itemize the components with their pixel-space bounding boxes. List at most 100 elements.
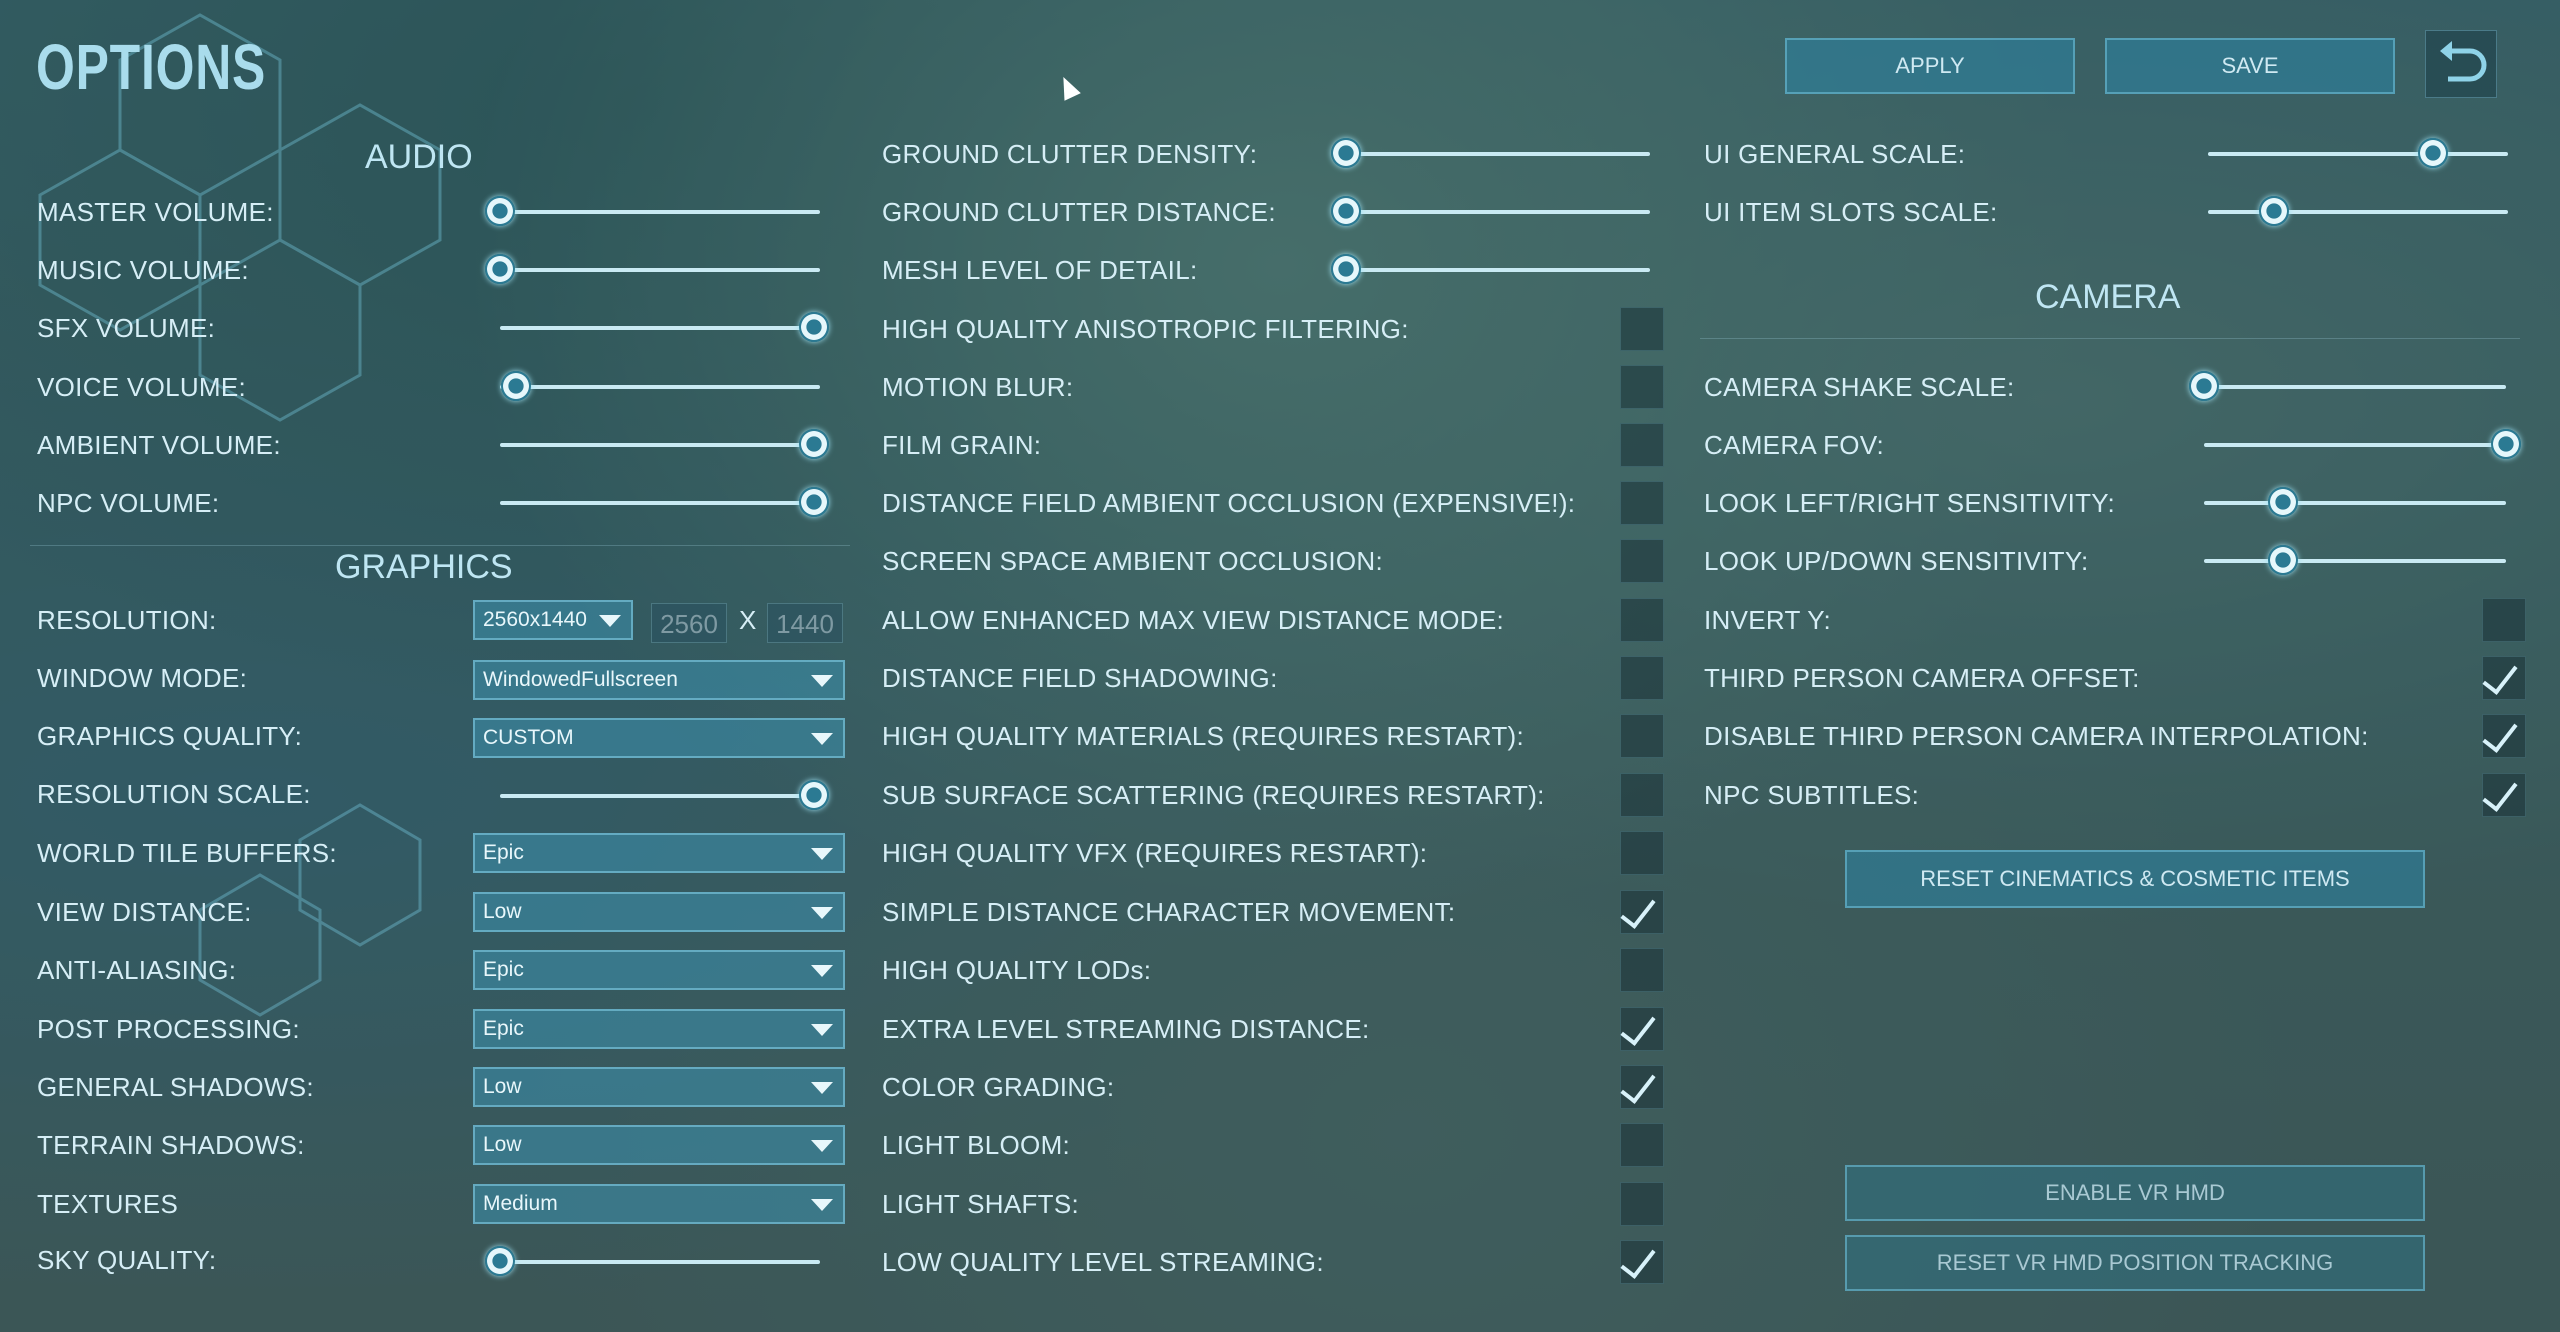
slider-knob[interactable] — [1331, 196, 1361, 226]
middle-checkbox[interactable] — [1620, 656, 1664, 700]
middle-checkbox-label: LIGHT SHAFTS: — [882, 1189, 1080, 1219]
save-button[interactable]: SAVE — [2105, 38, 2395, 94]
slider-track — [500, 501, 820, 505]
audio-slider[interactable] — [500, 429, 829, 459]
camera-checkbox-label: NPC SUBTITLES: — [1704, 780, 1920, 810]
middle-checkbox[interactable] — [1620, 1123, 1664, 1167]
slider-knob[interactable] — [501, 371, 531, 401]
slider-knob[interactable] — [2267, 545, 2298, 575]
graphics-setting-dropdown[interactable]: Epic — [473, 833, 845, 873]
middle-checkbox[interactable] — [1620, 423, 1664, 467]
reset-cinematics-button[interactable]: RESET CINEMATICS & COSMETIC ITEMS — [1845, 850, 2425, 908]
middle-checkbox[interactable] — [1620, 598, 1664, 642]
slider-knob[interactable] — [798, 780, 829, 810]
camera-slider[interactable] — [2204, 487, 2506, 517]
slider-track — [2204, 559, 2506, 563]
camera-checkbox[interactable] — [2482, 773, 2526, 817]
camera-checkbox-label: THIRD PERSON CAMERA OFFSET: — [1704, 663, 2140, 693]
graphics-setting-label: WORLD TILE BUFFERS: — [37, 838, 337, 868]
undo-button[interactable] — [2425, 30, 2497, 98]
resolution-dropdown[interactable]: 2560x1440 — [473, 600, 633, 640]
camera-slider[interactable] — [2204, 429, 2521, 459]
middle-checkbox[interactable] — [1620, 365, 1664, 409]
slider-knob[interactable] — [485, 254, 515, 284]
window-mode-dropdown[interactable]: WindowedFullscreen — [473, 660, 845, 700]
camera-checkbox[interactable] — [2482, 598, 2526, 642]
ui-scale-slider[interactable] — [2208, 196, 2508, 226]
reset-vr-tracking-button[interactable]: RESET VR HMD POSITION TRACKING — [1845, 1235, 2425, 1291]
audio-slider[interactable] — [500, 371, 820, 401]
camera-slider-label: LOOK UP/DOWN SENSITIVITY: — [1704, 546, 2089, 576]
dropdown-value: Epic — [483, 841, 524, 864]
slider-knob[interactable] — [798, 312, 829, 342]
middle-checkbox[interactable] — [1620, 714, 1664, 758]
middle-checkbox[interactable] — [1620, 1182, 1664, 1226]
chevron-down-icon — [811, 1082, 833, 1094]
camera-slider[interactable] — [2204, 545, 2506, 575]
middle-checkbox-label: EXTRA LEVEL STREAMING DISTANCE: — [882, 1014, 1370, 1044]
slider-knob[interactable] — [485, 196, 515, 226]
slider-knob[interactable] — [1331, 138, 1361, 168]
ui-scale-label: UI ITEM SLOTS SCALE: — [1704, 197, 1998, 227]
slider-knob[interactable] — [2189, 371, 2219, 401]
slider-knob[interactable] — [485, 1246, 515, 1276]
middle-checkbox-label: LIGHT BLOOM: — [882, 1130, 1071, 1160]
graphics-setting-label: POST PROCESSING: — [37, 1014, 300, 1044]
camera-checkbox[interactable] — [2482, 656, 2526, 700]
middle-checkbox[interactable] — [1620, 773, 1664, 817]
slider-track — [2208, 210, 2508, 214]
graphics-heading: GRAPHICS — [335, 548, 513, 586]
slider-knob[interactable] — [2259, 196, 2289, 226]
audio-label: MASTER VOLUME: — [37, 197, 274, 227]
slider-knob[interactable] — [2418, 138, 2448, 168]
resolution-height-field[interactable]: 1440 — [767, 603, 843, 643]
camera-slider-label: LOOK LEFT/RIGHT SENSITIVITY: — [1704, 488, 2116, 518]
sky-quality-slider[interactable] — [485, 1246, 820, 1276]
graphics-setting-dropdown[interactable]: Low — [473, 1125, 845, 1165]
middle-checkbox[interactable] — [1620, 1007, 1664, 1051]
middle-slider[interactable] — [1331, 138, 1650, 168]
dropdown-value: Low — [483, 900, 522, 923]
audio-slider[interactable] — [500, 487, 829, 517]
graphics-setting-dropdown[interactable]: Low — [473, 1067, 845, 1107]
middle-checkbox[interactable] — [1620, 948, 1664, 992]
middle-checkbox[interactable] — [1620, 1065, 1664, 1109]
middle-checkbox[interactable] — [1620, 831, 1664, 875]
graphics-setting-dropdown[interactable]: Low — [473, 892, 845, 932]
audio-slider[interactable] — [485, 254, 820, 284]
camera-heading: CAMERA — [2035, 278, 2181, 316]
camera-slider[interactable] — [2189, 371, 2506, 401]
dropdown-value: Low — [483, 1075, 522, 1098]
middle-checkbox[interactable] — [1620, 890, 1664, 934]
slider-knob[interactable] — [1331, 254, 1361, 284]
camera-slider-label: CAMERA SHAKE SCALE: — [1704, 372, 2015, 402]
resolution-scale-slider[interactable] — [500, 780, 829, 810]
slider-knob[interactable] — [798, 429, 829, 459]
middle-checkbox[interactable] — [1620, 539, 1664, 583]
camera-checkbox-label: DISABLE THIRD PERSON CAMERA INTERPOLATIO… — [1704, 721, 2369, 751]
slider-knob[interactable] — [798, 487, 829, 517]
slider-knob[interactable] — [2267, 487, 2298, 517]
graphics-quality-dropdown[interactable]: CUSTOM — [473, 718, 845, 758]
middle-checkbox-label: SCREEN SPACE AMBIENT OCCLUSION: — [882, 546, 1384, 576]
middle-slider-label: MESH LEVEL OF DETAIL: — [882, 255, 1198, 285]
resolution-width-field[interactable]: 2560 — [651, 603, 727, 643]
audio-slider[interactable] — [500, 312, 829, 342]
camera-checkbox[interactable] — [2482, 714, 2526, 758]
slider-track — [500, 794, 820, 798]
middle-checkbox[interactable] — [1620, 481, 1664, 525]
graphics-setting-dropdown[interactable]: Medium — [473, 1184, 845, 1224]
apply-button[interactable]: APPLY — [1785, 38, 2075, 94]
middle-checkbox[interactable] — [1620, 1240, 1664, 1284]
middle-slider[interactable] — [1331, 196, 1650, 226]
middle-checkbox-label: LOW QUALITY LEVEL STREAMING: — [882, 1247, 1324, 1277]
enable-vr-button[interactable]: ENABLE VR HMD — [1845, 1165, 2425, 1221]
graphics-setting-dropdown[interactable]: Epic — [473, 950, 845, 990]
middle-slider[interactable] — [1331, 254, 1650, 284]
divider — [1700, 338, 2520, 339]
audio-slider[interactable] — [485, 196, 820, 226]
middle-checkbox[interactable] — [1620, 307, 1664, 351]
slider-knob[interactable] — [2491, 429, 2521, 459]
ui-scale-slider[interactable] — [2208, 138, 2508, 168]
graphics-setting-dropdown[interactable]: Epic — [473, 1009, 845, 1049]
